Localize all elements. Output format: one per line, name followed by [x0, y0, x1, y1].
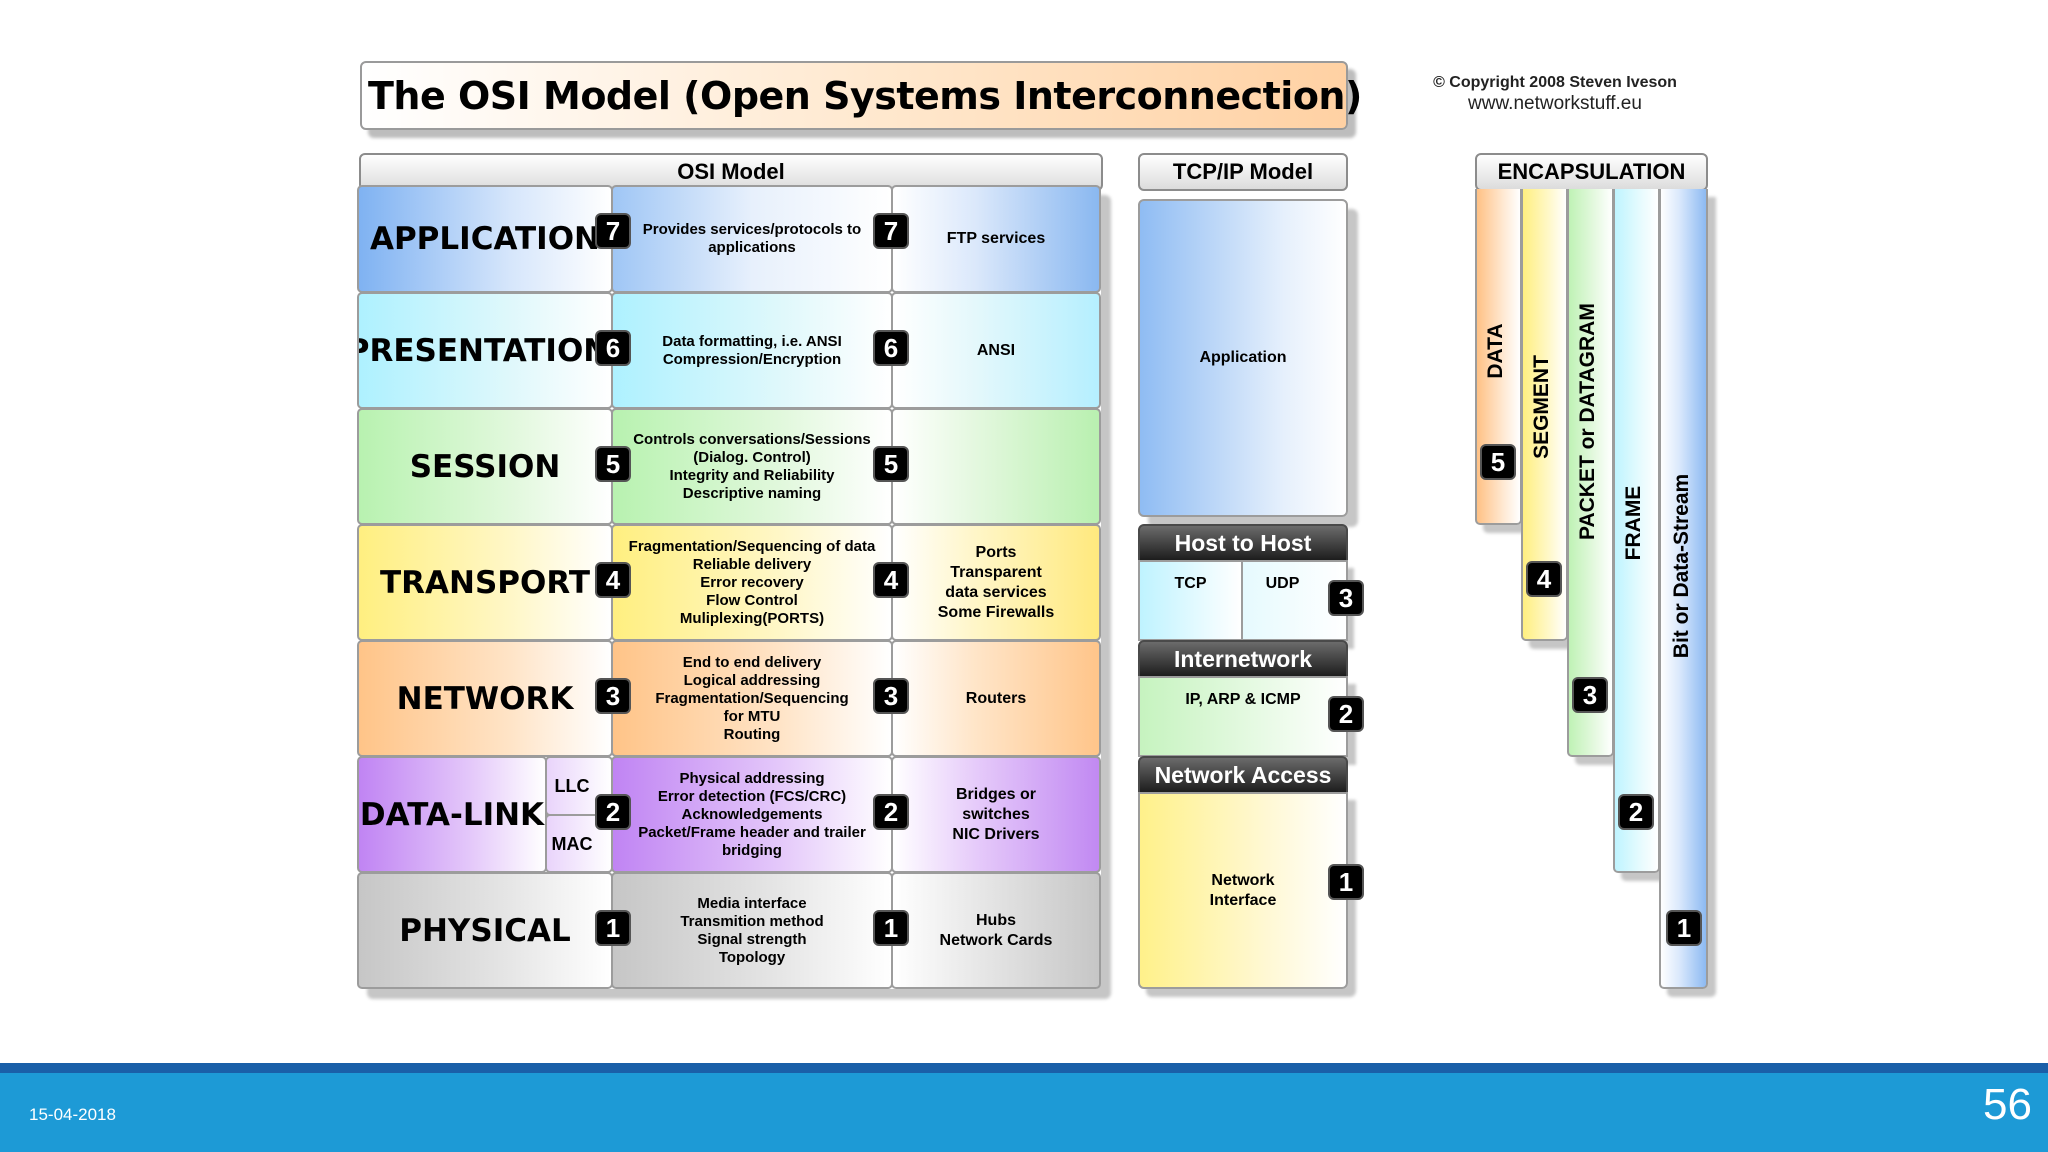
encap-bit-badge: 1	[1666, 910, 1702, 946]
tcp-label: TCP	[1174, 575, 1207, 592]
layer-1-badge: 1	[595, 910, 631, 946]
mac-label: MAC	[551, 833, 593, 854]
layer-2-examples: Bridges or switches NIC Drivers	[952, 785, 1040, 843]
layer-4-name: TRANSPORT	[380, 564, 590, 601]
internetwork-badge: 2	[1328, 696, 1364, 732]
layer-4-name-cell: TRANSPORT	[357, 524, 613, 641]
layer-1-name: PHYSICAL	[399, 912, 571, 949]
layer-7-description: Provides services/protocols to applicati…	[642, 221, 862, 256]
layer-1-desc-cell: Media interface Transmition method Signa…	[611, 872, 893, 989]
layer-1-name-cell: PHYSICAL	[357, 872, 613, 989]
encap-segment-label: SEGMENT	[1530, 355, 1553, 459]
layer-6-examples: ANSI	[976, 341, 1016, 359]
tcpip-model-header: TCP/IP Model	[1138, 153, 1348, 191]
layer-4-examples-cell: Ports Transparent data services Some Fir…	[891, 524, 1101, 641]
diagram-title-box: The OSI Model (Open Systems Interconnect…	[360, 61, 1362, 130]
layer-6-name-cell: PRESENTATION	[357, 292, 613, 409]
udp-label: UDP	[1265, 575, 1300, 592]
network-access-badge: 1	[1328, 864, 1364, 900]
layer-2-name: DATA-LINK	[359, 796, 545, 833]
internetwork-header: Internetwork	[1138, 640, 1348, 678]
layer-5-name-cell: SESSION	[357, 408, 613, 525]
layer-4-desc-cell: Fragmentation/Sequencing of data Reliabl…	[611, 524, 893, 641]
layer-2-badge-right: 2	[873, 794, 909, 830]
encap-frame-label: FRAME	[1622, 485, 1645, 561]
encap-data-label: DATA	[1484, 323, 1507, 379]
network-access-label: Network Interface	[1209, 871, 1277, 909]
encap-frame-badge: 2	[1618, 794, 1654, 830]
host-to-host-badge: 3	[1328, 580, 1364, 616]
slide-number: 56	[1983, 1080, 2032, 1129]
layer-3-examples-cell: Routers	[891, 640, 1101, 757]
layer-1-description: Media interface Transmition method Signa…	[680, 894, 824, 966]
internetwork-label: IP, ARP & ICMP	[1185, 691, 1301, 708]
host-to-host-header: Host to Host	[1138, 524, 1348, 562]
layer-5-name: SESSION	[409, 448, 561, 485]
copyright-text: © Copyright 2008 Steven Iveson	[1433, 74, 1677, 91]
layer-3-desc-cell: End to end delivery Logical addressing F…	[611, 640, 893, 757]
tcp-cell: TCP	[1138, 560, 1243, 641]
encap-packet-badge: 3	[1572, 677, 1608, 713]
layer-6-name: PRESENTATION	[357, 332, 610, 369]
layer-4-description: Fragmentation/Sequencing of data Reliabl…	[628, 537, 876, 627]
layer-6-description: Data formatting, i.e. ANSI Compression/E…	[662, 332, 842, 368]
layer-2-examples-cell: Bridges or switches NIC Drivers	[891, 756, 1101, 873]
network-access-cell: Network Interface	[1138, 792, 1348, 989]
layer-3-description: End to end delivery Logical addressing F…	[655, 653, 849, 743]
footer-bar	[0, 1073, 2048, 1152]
tcpip-application-cell: Application	[1138, 199, 1348, 517]
layer-6-badge-right: 6	[873, 330, 909, 366]
layer-1-badge-right: 1	[873, 910, 909, 946]
copyright-url: www.networkstuff.eu	[1468, 93, 1642, 114]
layer-7-name-cell: APPLICATION	[357, 185, 613, 293]
layer-2-description: Physical addressing Error detection (FCS…	[638, 769, 866, 859]
encap-data-badge: 5	[1480, 444, 1516, 480]
encap-bit-label: Bit or Data-Stream	[1670, 473, 1693, 659]
tcpip-application-label: Application	[1199, 349, 1287, 366]
layer-3-badge-right: 3	[873, 678, 909, 714]
layer-7-badge-right: 7	[873, 213, 909, 249]
layer-6-badge: 6	[595, 330, 631, 366]
internetwork-cell: IP, ARP & ICMP	[1138, 676, 1348, 757]
layer-4-examples: Ports Transparent data services Some Fir…	[937, 543, 1055, 621]
footer-date: 15-04-2018	[29, 1105, 116, 1124]
layer-3-badge: 3	[595, 678, 631, 714]
network-access-header: Network Access	[1138, 756, 1348, 794]
layer-7-examples: FTP services	[946, 230, 1046, 247]
layer-6-examples-cell: ANSI	[891, 292, 1101, 409]
layer-4-badge: 4	[595, 562, 631, 598]
layer-4-badge-right: 4	[873, 562, 909, 598]
layer-5-badge: 5	[595, 446, 631, 482]
llc-label: LLC	[554, 776, 590, 796]
osi-model-header: OSI Model	[359, 153, 1103, 191]
encap-frame-column	[1613, 189, 1660, 873]
copyright-block: © Copyright 2008 Steven Iveson www.netwo…	[1420, 72, 1690, 114]
layer-1-examples-cell: Hubs Network Cards	[891, 872, 1101, 989]
layer-2-badge: 2	[595, 794, 631, 830]
diagram-title: The OSI Model (Open Systems Interconnect…	[368, 73, 1362, 118]
layer-2-desc-cell: Physical addressing Error detection (FCS…	[611, 756, 893, 873]
layer-6-desc-cell: Data formatting, i.e. ANSI Compression/E…	[611, 292, 893, 409]
layer-7-examples-cell: FTP services	[891, 185, 1101, 293]
layer-7-desc-cell: Provides services/protocols to applicati…	[611, 185, 893, 293]
encapsulation-header: ENCAPSULATION	[1475, 153, 1708, 191]
layer-5-desc-cell: Controls conversations/Sessions (Dialog.…	[611, 408, 893, 525]
layer-1-examples: Hubs Network Cards	[939, 911, 1053, 949]
encap-bit-column	[1659, 189, 1708, 989]
layer-3-name-cell: NETWORK	[357, 640, 613, 757]
layer-5-examples-cell	[891, 408, 1101, 525]
footer-divider	[0, 1063, 2048, 1073]
layer-7-badge: 7	[595, 213, 631, 249]
layer-5-description: Controls conversations/Sessions (Dialog.…	[633, 430, 871, 502]
layer-5-badge-right: 5	[873, 446, 909, 482]
layer-7-name: APPLICATION	[369, 221, 601, 257]
encap-segment-badge: 4	[1526, 561, 1562, 597]
layer-3-name: NETWORK	[396, 680, 574, 717]
layer-2-name-cell: DATA-LINK	[357, 756, 547, 873]
layer-3-examples: Routers	[965, 689, 1027, 707]
encap-packet-label: PACKET or DATAGRAM	[1576, 303, 1599, 540]
